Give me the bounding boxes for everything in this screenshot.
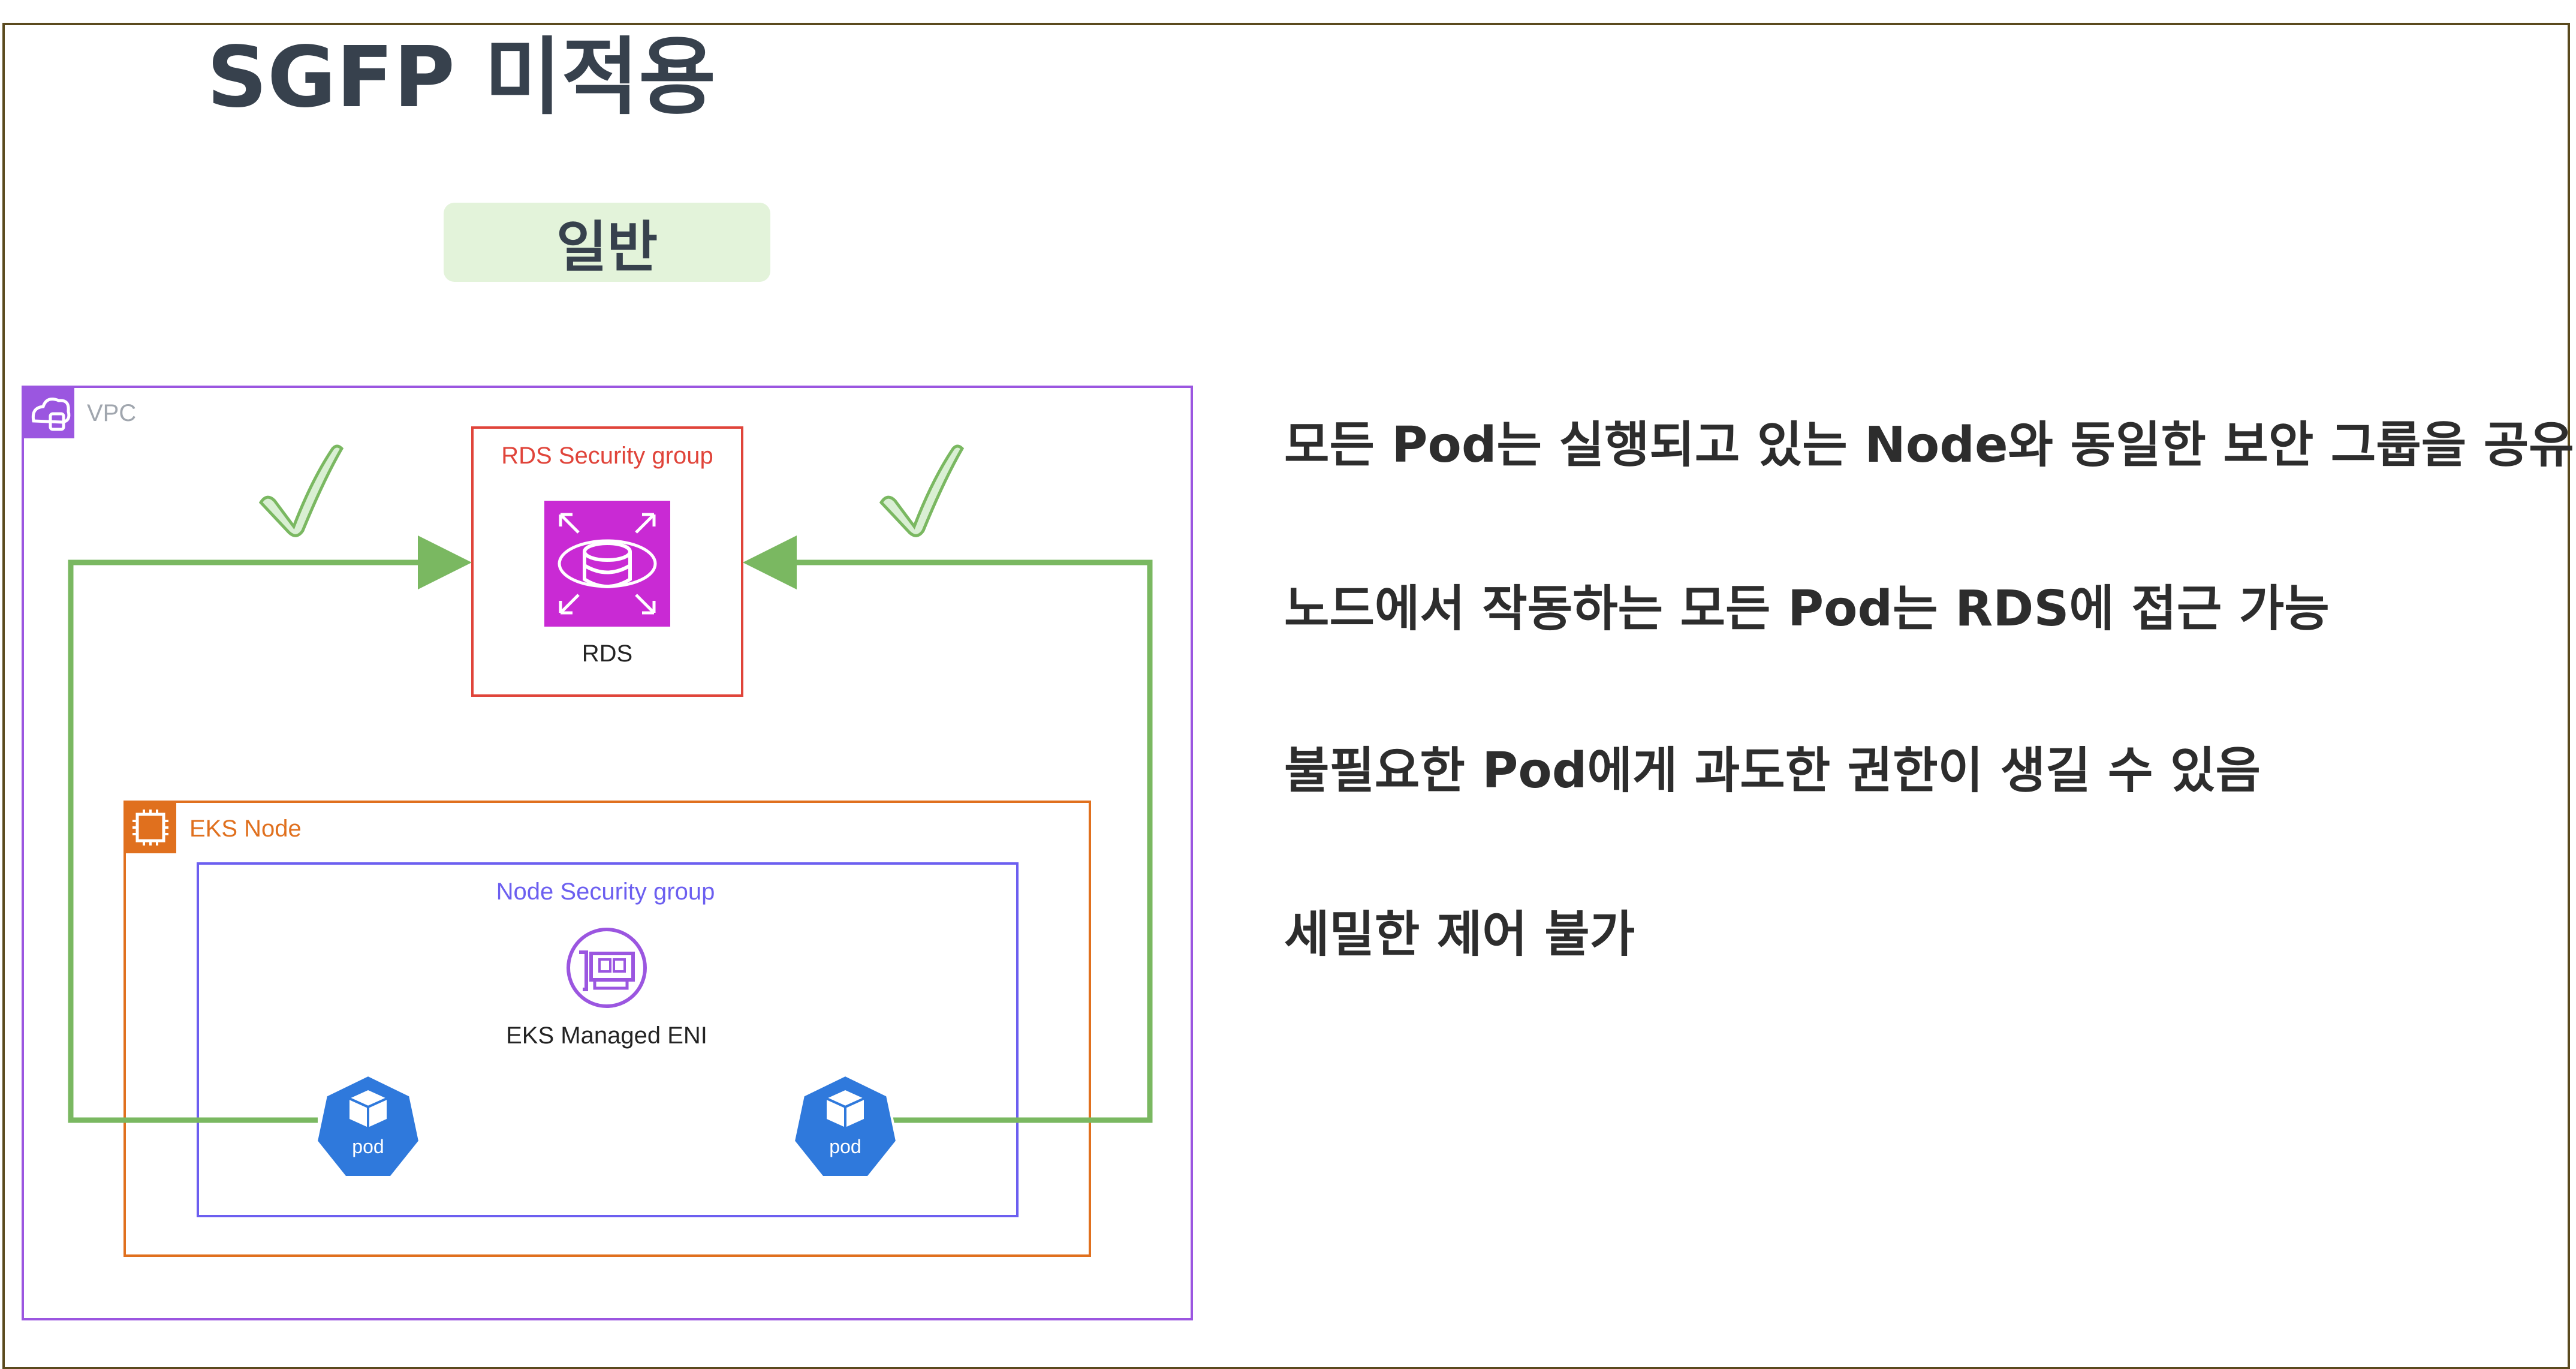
- rds-security-group-boundary: [471, 426, 743, 697]
- note-item: 불필요한 Pod에게 과도한 권한이 생길 수 있음: [1284, 742, 2261, 799]
- pod-right: pod: [792, 1073, 899, 1178]
- note-item: 세밀한 제어 불가: [1284, 906, 1635, 963]
- network-interface-icon: [567, 928, 647, 1008]
- right-checkmark-icon: [879, 444, 965, 537]
- category-badge: 일반: [444, 203, 770, 282]
- pod-left-label: pod: [352, 1136, 384, 1157]
- vpc-cloud-icon: [23, 387, 74, 438]
- left-pod-to-rds-arrow: [68, 535, 472, 1123]
- eks-node-label: EKS Node: [189, 816, 302, 842]
- rds-label: RDS: [582, 640, 632, 667]
- vpc-label: VPC: [87, 400, 136, 426]
- note-item: 노드에서 작동하는 모든 Pod는 RDS에 접근 가능: [1284, 580, 2330, 637]
- right-pod-to-rds-arrow: [743, 535, 1153, 1123]
- eks-node-boundary: [123, 801, 1091, 1257]
- pod-right-label: pod: [829, 1136, 861, 1157]
- left-checkmark-icon: [258, 444, 344, 537]
- note-item: 모든 Pod는 실행되고 있는 Node와 동일한 보안 그룹을 공유: [1284, 417, 2574, 474]
- node-security-group-label: Node Security group: [496, 878, 715, 905]
- page-title: SGFP 미적용: [207, 29, 716, 127]
- slide-frame: [2, 23, 2570, 1369]
- eks-node-chip-icon: [125, 802, 176, 853]
- pod-left: pod: [315, 1073, 421, 1178]
- rds-database-icon: [544, 501, 670, 627]
- node-security-group-boundary: [197, 862, 1019, 1217]
- rds-security-group-label: RDS Security group: [501, 443, 713, 469]
- vpc-boundary: [22, 386, 1193, 1320]
- eni-label: EKS Managed ENI: [506, 1022, 707, 1049]
